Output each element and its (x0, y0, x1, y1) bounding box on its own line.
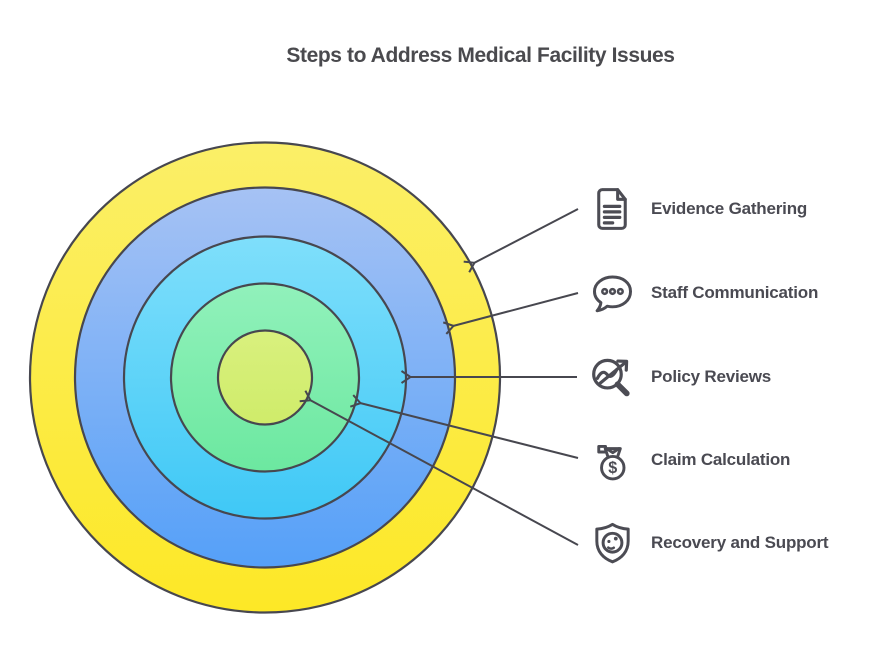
page-title: Steps to Address Medical Facility Issues (286, 44, 675, 67)
legend-label: Recovery and Support (651, 533, 829, 552)
legend-row-recovery-and-support: Recovery and Support (588, 517, 829, 569)
arrow-staff-communication (442, 292, 579, 335)
arrow-claim-calculation (349, 394, 579, 459)
shield-smiley-icon (588, 517, 636, 569)
magnifier-trend-icon (588, 351, 636, 403)
ring-recovery-and-support (216, 329, 314, 426)
money-bag-icon: $ (588, 434, 636, 486)
legend-label: Evidence Gathering (651, 199, 808, 218)
legend-row-policy-reviews: Policy Reviews (588, 351, 771, 403)
legend-label: Staff Communication (651, 283, 819, 302)
speech-bubble-icon (588, 267, 636, 319)
legend-row-evidence-gathering: Evidence Gathering (588, 183, 807, 235)
legend-row-claim-calculation: $ Claim Calculation (588, 434, 790, 486)
arrow-recovery-and-support (299, 390, 579, 546)
legend-row-staff-communication: Staff Communication (588, 267, 818, 319)
legend-label: Policy Reviews (651, 367, 772, 386)
document-icon (588, 183, 636, 235)
legend-label: Claim Calculation (651, 450, 791, 469)
arrow-evidence-gathering (463, 208, 579, 273)
dollar-symbol: $ (608, 459, 617, 477)
